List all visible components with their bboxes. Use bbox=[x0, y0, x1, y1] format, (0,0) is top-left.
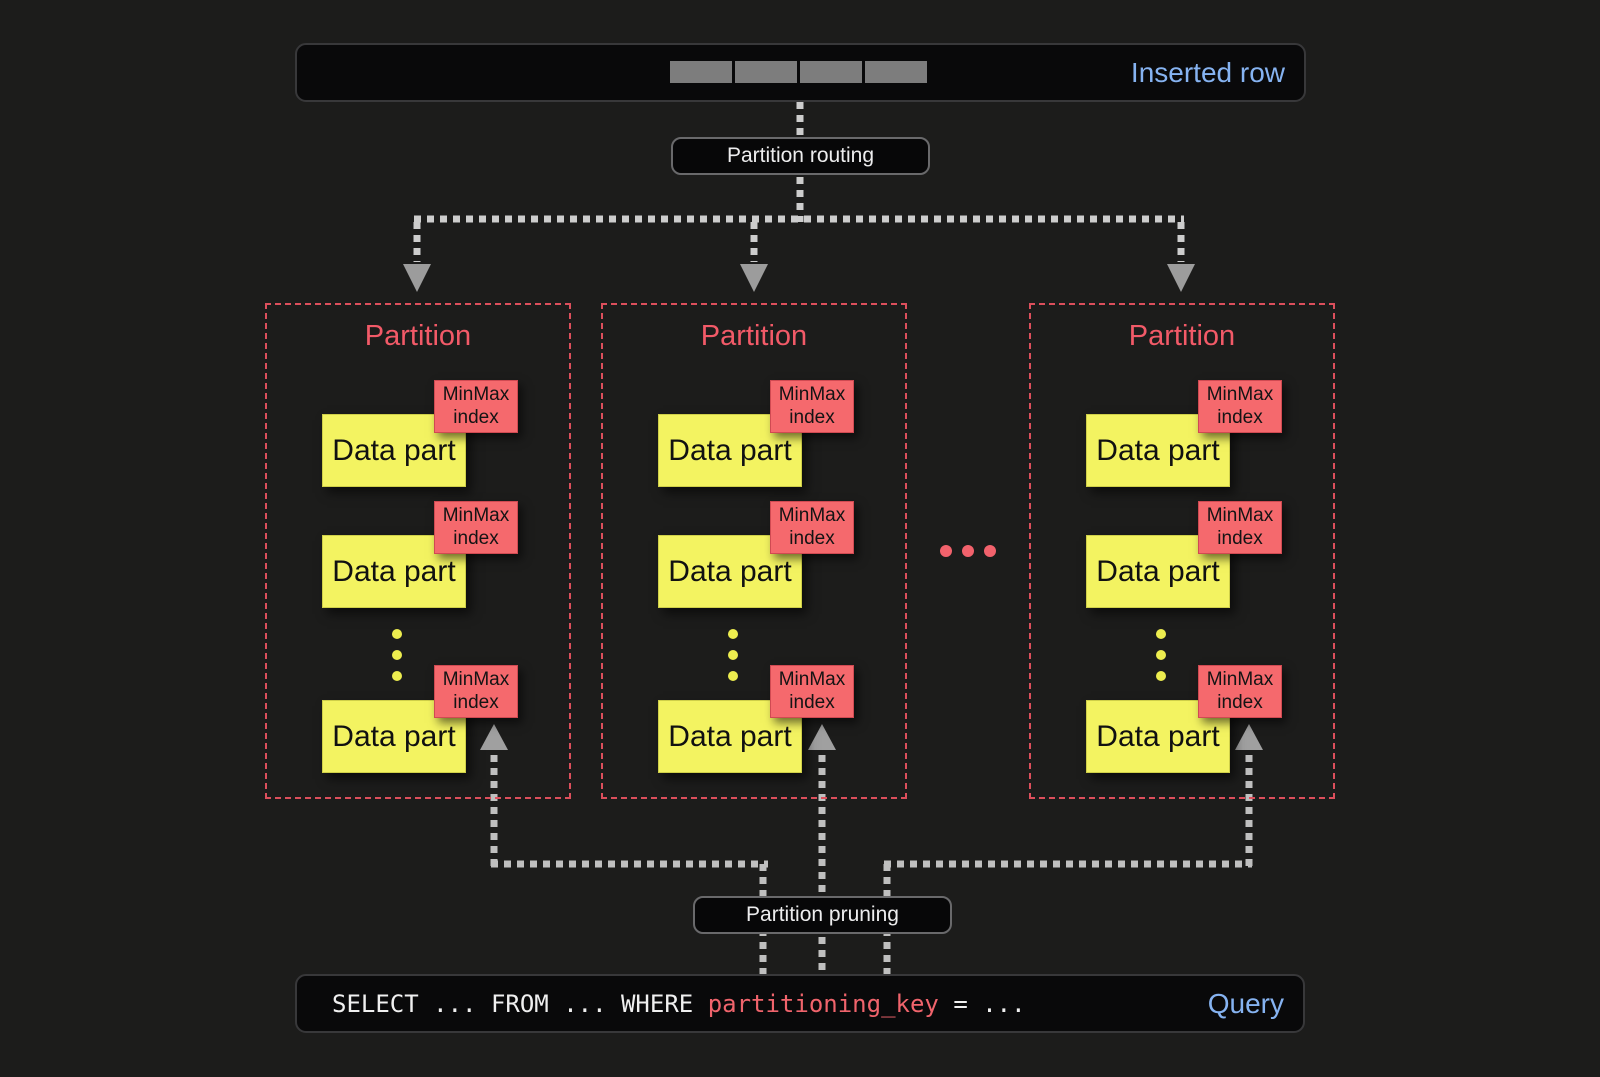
sql-prefix: SELECT ... FROM ... WHERE bbox=[332, 989, 708, 1018]
minmax-index-tag: MinMax index bbox=[1198, 380, 1282, 433]
down-arrowhead-1 bbox=[403, 264, 431, 292]
inserted-row-bar: Inserted row bbox=[295, 43, 1306, 102]
row-segment bbox=[800, 61, 862, 83]
more-partitions-ellipsis bbox=[940, 545, 996, 557]
more-parts-ellipsis bbox=[392, 629, 402, 692]
down-arrowhead-2 bbox=[740, 264, 768, 292]
up-arrowhead-1 bbox=[480, 724, 508, 750]
sql-suffix: = ... bbox=[938, 989, 1026, 1018]
query-bar: SELECT ... FROM ... WHERE partitioning_k… bbox=[295, 974, 1305, 1033]
row-segment bbox=[735, 61, 797, 83]
minmax-index-tag: MinMax index bbox=[1198, 501, 1282, 554]
row-segments bbox=[670, 61, 927, 83]
query-label: Query bbox=[1207, 987, 1284, 1019]
partition-box-2: Partition MinMax index Data part MinMax … bbox=[601, 303, 907, 799]
partition-title: Partition bbox=[700, 320, 808, 352]
minmax-index-tag: MinMax index bbox=[1198, 665, 1282, 718]
minmax-index-tag: MinMax index bbox=[434, 665, 518, 718]
data-part-box: Data part bbox=[1086, 535, 1230, 608]
minmax-index-tag: MinMax index bbox=[770, 380, 854, 433]
down-arrowhead-3 bbox=[1167, 264, 1195, 292]
up-arrowhead-3 bbox=[1235, 724, 1263, 750]
partition-pruning-label: Partition pruning bbox=[693, 896, 952, 934]
partition-box-3: Partition MinMax index Data part MinMax … bbox=[1029, 303, 1335, 799]
data-part-box: Data part bbox=[322, 535, 466, 608]
data-part-box: Data part bbox=[658, 414, 802, 487]
partition-box-1: Partition MinMax index Data part MinMax … bbox=[265, 303, 571, 799]
more-parts-ellipsis bbox=[1156, 629, 1166, 692]
minmax-index-tag: MinMax index bbox=[770, 665, 854, 718]
minmax-index-tag: MinMax index bbox=[770, 501, 854, 554]
sql-partitioning-key: partitioning_key bbox=[707, 989, 939, 1018]
more-parts-ellipsis bbox=[728, 629, 738, 692]
minmax-index-tag: MinMax index bbox=[434, 501, 518, 554]
row-segment bbox=[865, 61, 927, 83]
minmax-index-tag: MinMax index bbox=[434, 380, 518, 433]
partition-routing-label: Partition routing bbox=[671, 137, 930, 175]
row-segment bbox=[670, 61, 732, 83]
up-arrowhead-2 bbox=[808, 724, 836, 750]
sql-query-text: SELECT ... FROM ... WHERE partitioning_k… bbox=[332, 990, 1026, 1018]
partition-title: Partition bbox=[364, 320, 472, 352]
inserted-row-label: Inserted row bbox=[1130, 56, 1285, 88]
partition-title: Partition bbox=[1128, 320, 1236, 352]
data-part-box: Data part bbox=[658, 700, 802, 773]
